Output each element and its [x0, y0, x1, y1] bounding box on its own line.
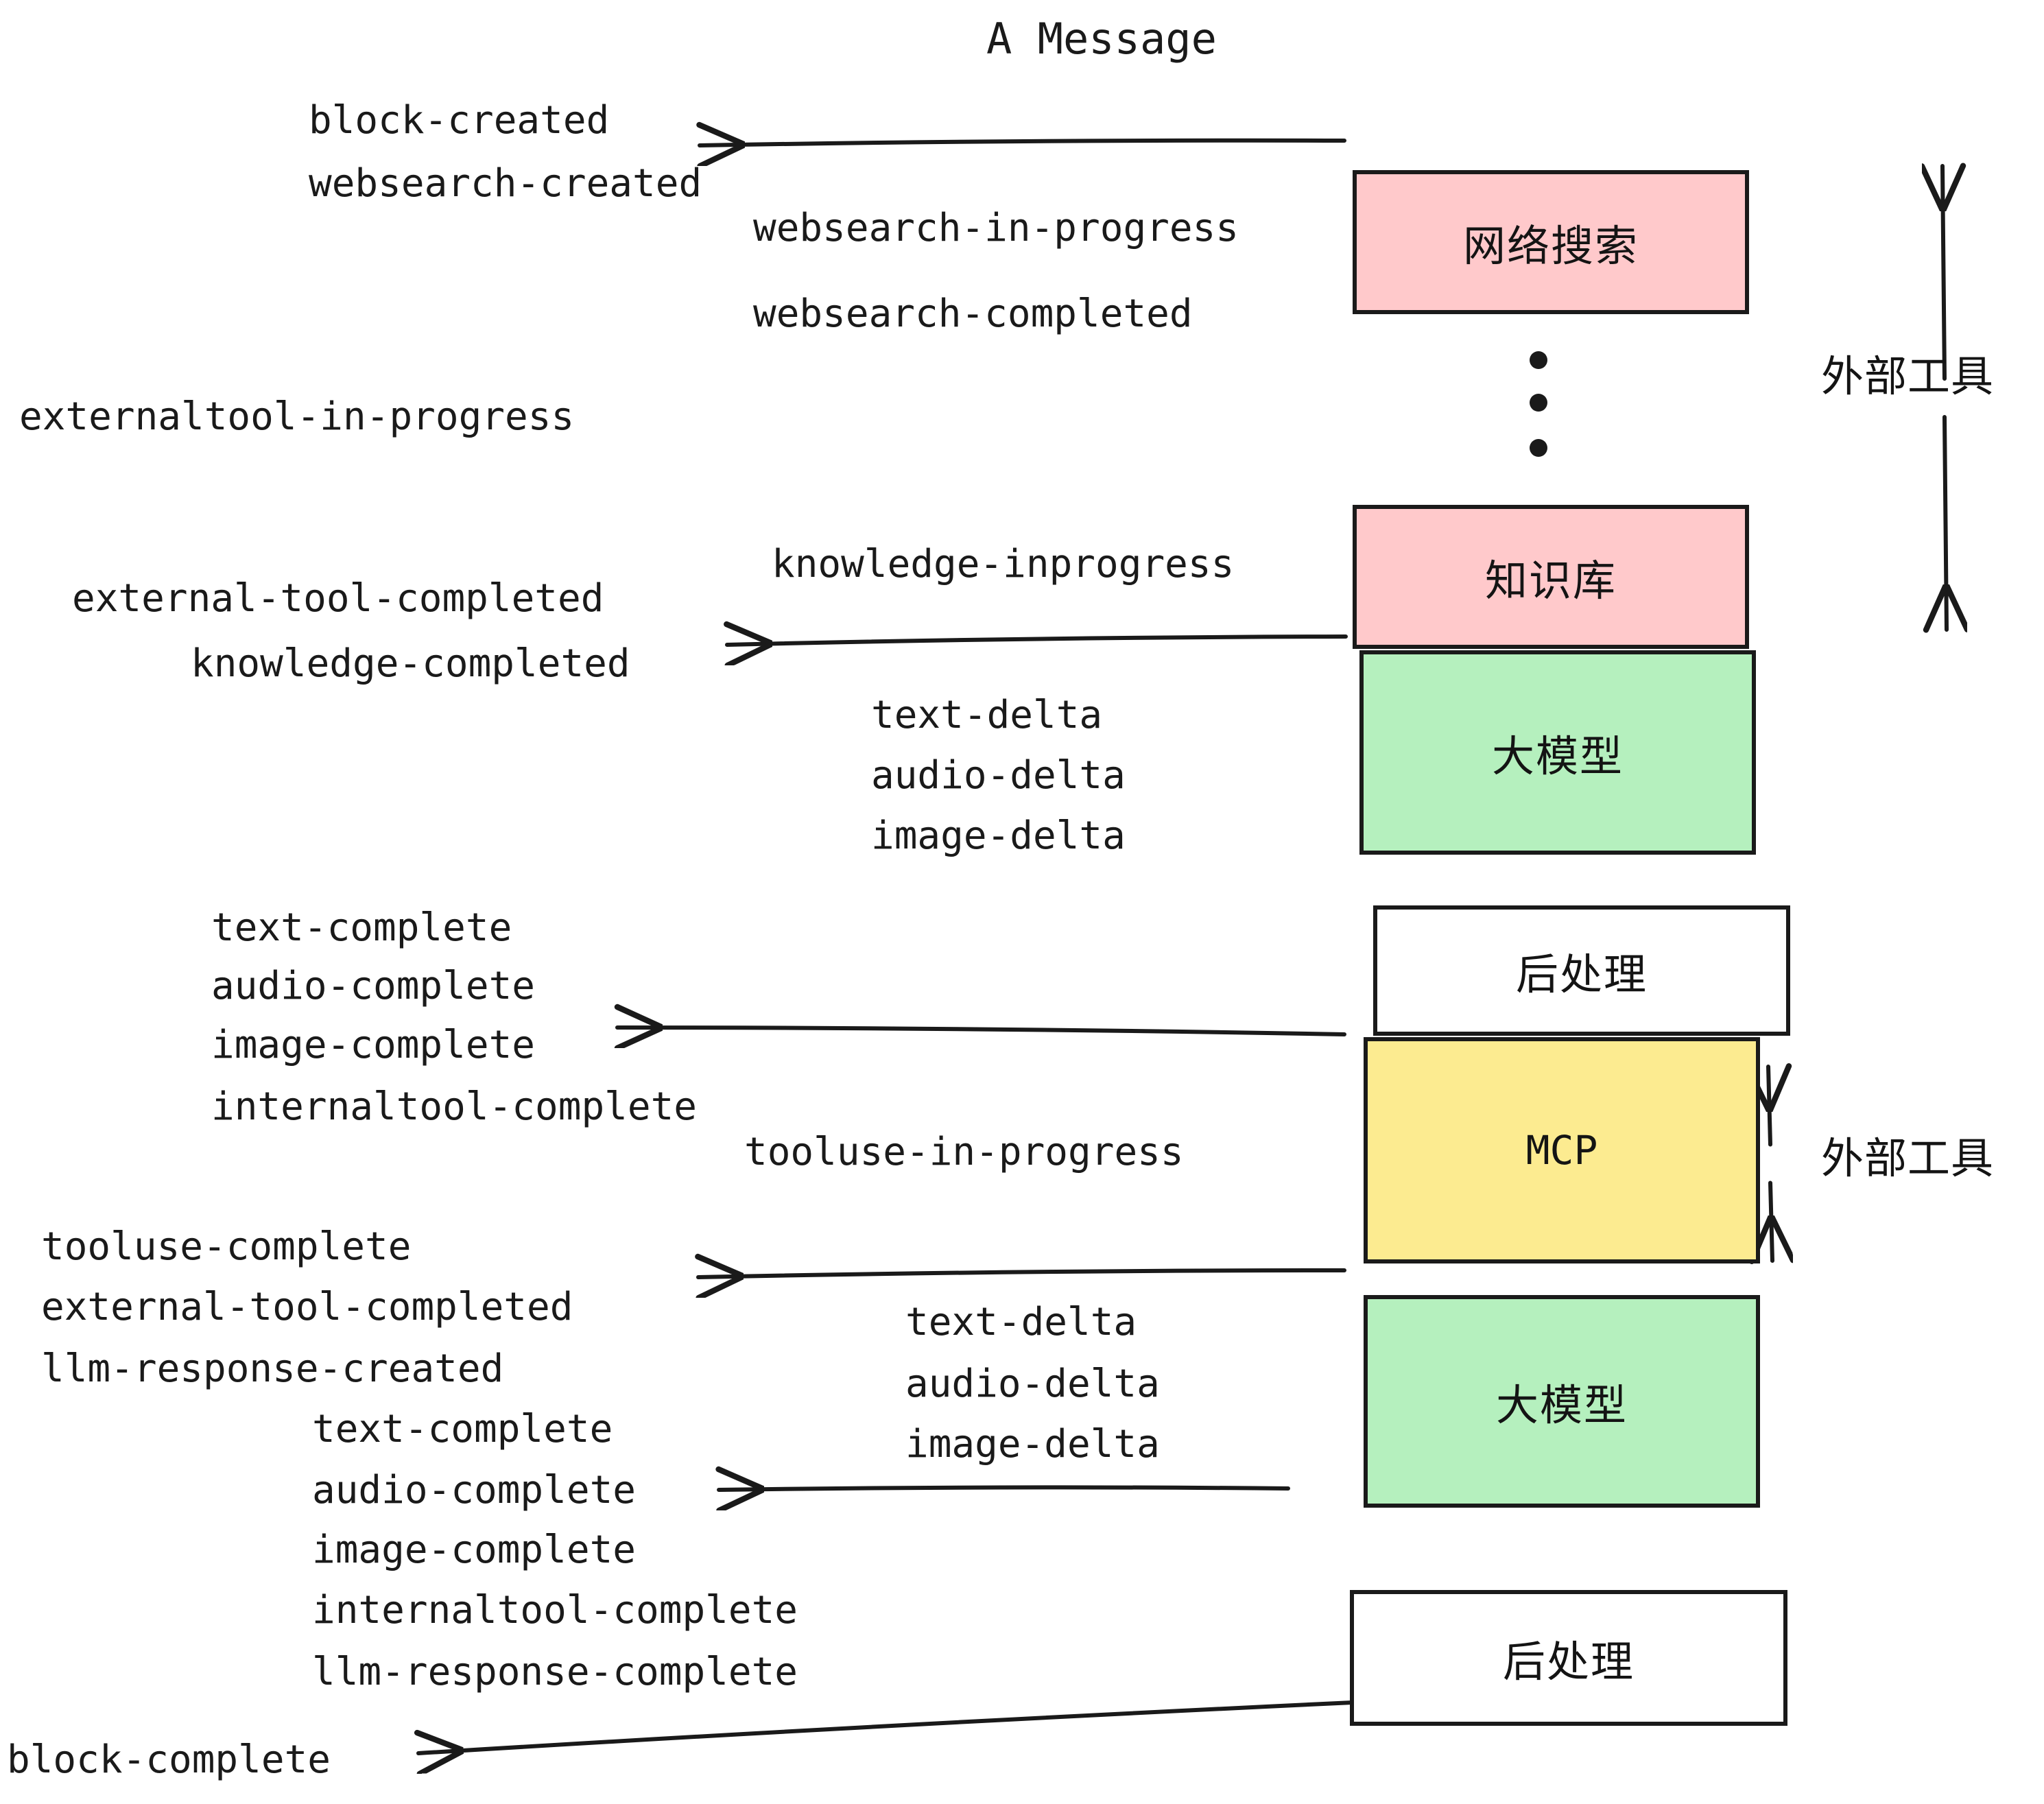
event-label: external-tool-completed: [41, 1285, 573, 1329]
event-label: block-created: [309, 98, 610, 143]
event-label: external-tool-completed: [72, 576, 604, 621]
node-post2: 后处理: [1350, 1590, 1787, 1726]
page-title: A Message: [986, 14, 1217, 64]
event-label: audio-complete: [211, 964, 536, 1008]
scope-external-tools-bottom-up: [1768, 1067, 1770, 1147]
event-label: llm-response-created: [41, 1346, 504, 1391]
event-label: websearch-created: [309, 161, 702, 206]
event-label: image-delta: [871, 814, 1126, 858]
scope-label-external-tools: 外部工具: [1821, 1133, 1995, 1183]
event-label: tooluse-complete: [41, 1224, 412, 1269]
event-label: tooluse-in-progress: [744, 1130, 1184, 1174]
ellipsis-dot-icon: [1530, 351, 1547, 369]
event-label: internaltool-complete: [211, 1084, 698, 1129]
node-mcp: MCP: [1364, 1037, 1760, 1263]
arrow-block-complete: [418, 1700, 1355, 1753]
node-llm2: 大模型: [1364, 1295, 1760, 1508]
node-websearch: 网络搜索: [1353, 170, 1749, 314]
event-label: externaltool-in-progress: [19, 394, 575, 439]
node-knowledge: 知识库: [1353, 505, 1749, 649]
ellipsis-dot-icon: [1530, 394, 1547, 412]
arrow-image-complete: [617, 1028, 1346, 1034]
node-llm1: 大模型: [1359, 650, 1756, 855]
arrow-knowledge-complete: [727, 637, 1348, 645]
arrow-audio-complete: [719, 1487, 1290, 1490]
event-label: audio-delta: [905, 1362, 1160, 1406]
event-label: knowledge-inprogress: [772, 542, 1235, 586]
event-label: llm-response-complete: [312, 1650, 798, 1694]
event-label: audio-delta: [871, 753, 1126, 798]
event-label: image-complete: [312, 1528, 637, 1572]
node-post1: 后处理: [1373, 905, 1790, 1036]
event-label: audio-complete: [312, 1468, 637, 1512]
event-label: text-delta: [871, 693, 1103, 737]
arrow-tooluse-complete: [698, 1270, 1346, 1277]
scope-external-tools-top-down: [1945, 415, 1947, 630]
event-label: block-complete: [7, 1737, 331, 1782]
ellipsis-dot-icon: [1530, 439, 1547, 457]
event-label: text-delta: [905, 1300, 1137, 1344]
event-label: text-complete: [211, 905, 512, 950]
event-label: knowledge-completed: [191, 641, 630, 686]
event-label: websearch-in-progress: [753, 206, 1239, 250]
event-label: internaltool-complete: [312, 1588, 798, 1633]
scope-external-tools-bottom-down: [1770, 1180, 1772, 1261]
event-label: text-complete: [312, 1407, 613, 1451]
arrow-block-created: [700, 141, 1346, 145]
event-label: websearch-completed: [753, 292, 1193, 336]
scope-label-external-tools: 外部工具: [1821, 351, 1995, 401]
event-label: image-complete: [211, 1023, 536, 1067]
event-label: image-delta: [905, 1422, 1160, 1467]
